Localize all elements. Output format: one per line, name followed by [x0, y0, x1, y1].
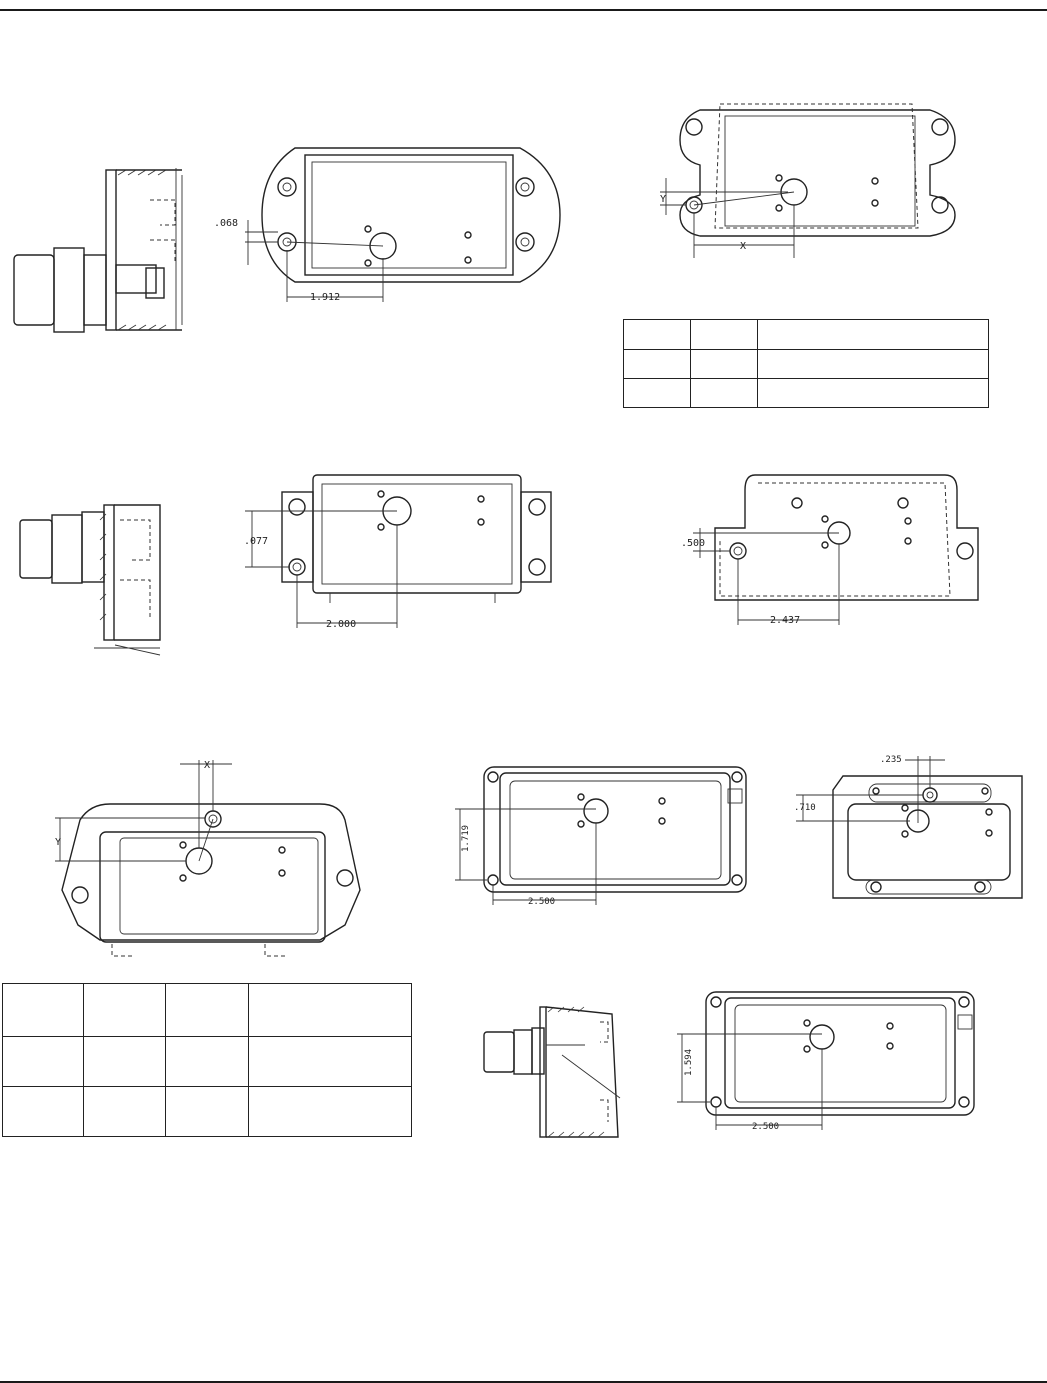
table-cell [83, 1036, 166, 1087]
table-cell [690, 349, 758, 379]
dim-077: .077 [244, 536, 268, 547]
housing-view-4 [693, 474, 979, 625]
housing-view-2 [660, 103, 956, 258]
table-cell [757, 349, 989, 379]
dim-1-594: 1.594 [684, 1049, 694, 1076]
dim-y-label-1: Y [660, 194, 666, 205]
table-cell [757, 319, 989, 350]
bottom-rule [0, 1381, 1047, 1383]
dim-1-719: 1.719 [461, 825, 471, 852]
housing-view-3 [245, 474, 552, 628]
housing-view-6 [455, 766, 747, 905]
dim-x-label-2: X [204, 760, 210, 771]
side-section-view-3 [483, 1006, 621, 1138]
side-section-view-1 [13, 168, 183, 333]
dim-068: .068 [214, 218, 238, 229]
table-top-right [623, 319, 989, 408]
dim-500: .500 [681, 538, 705, 549]
housing-view-7 [796, 756, 1023, 899]
table-cell [623, 378, 691, 408]
table-cell [165, 1036, 249, 1087]
table-cell [248, 1036, 412, 1087]
top-rule [0, 9, 1047, 11]
housing-view-8 [677, 991, 975, 1130]
dim-710: .710 [794, 803, 816, 813]
dim-2-500-b: 2.500 [752, 1122, 779, 1132]
housing-view-5 [55, 760, 361, 957]
side-section-view-2 [19, 504, 161, 656]
table-cell [165, 1086, 249, 1137]
table-cell [2, 983, 84, 1037]
table-cell [623, 349, 691, 379]
table-cell [165, 983, 249, 1037]
dim-1-912: 1.912 [310, 292, 340, 303]
table-cell [83, 983, 166, 1037]
table-cell [2, 1036, 84, 1087]
table-cell [248, 983, 412, 1037]
table-cell [757, 378, 989, 408]
table-cell [2, 1086, 84, 1137]
table-cell [248, 1086, 412, 1137]
table-cell [690, 319, 758, 350]
housing-view-1 [245, 147, 561, 302]
dim-2-500-a: 2.500 [528, 897, 555, 907]
dim-y-label-2: Y [55, 837, 61, 848]
table-cell [83, 1086, 166, 1137]
table-cell [623, 319, 691, 350]
table-cell [690, 378, 758, 408]
dim-235: .235 [880, 755, 902, 765]
table-bottom-left [2, 983, 412, 1137]
dim-x-label-1: X [740, 241, 746, 252]
dim-2-437: 2.437 [770, 615, 800, 626]
dim-2-000: 2.000 [326, 619, 356, 630]
